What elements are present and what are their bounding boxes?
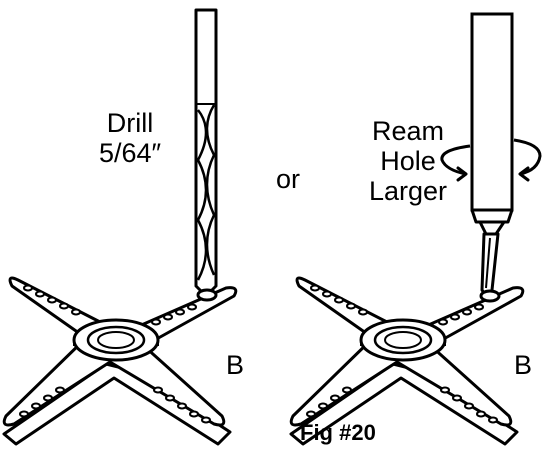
reamer-tool: [470, 12, 514, 298]
drill-hole-left: [196, 288, 218, 302]
drill-label-line1: Drill: [106, 108, 154, 138]
drill-label-line2: 5/64″: [98, 138, 162, 168]
ream-label-line3: Larger: [368, 176, 448, 206]
figure-caption: Fig #20: [300, 420, 376, 445]
ream-label: Ream Hole Larger: [358, 116, 458, 206]
drill-bit: [194, 8, 218, 298]
drill-label: Drill 5/64″: [88, 108, 172, 168]
ream-label-line2: Hole: [380, 146, 436, 176]
ream-hole-right: [479, 289, 501, 303]
part-label-left: B: [226, 350, 245, 380]
ream-label-line1: Ream: [371, 116, 445, 146]
or-text: or: [276, 164, 301, 194]
servo-horn-left: [2, 276, 238, 446]
rotation-arrow-icon: [440, 138, 542, 182]
part-label-right: B: [514, 350, 533, 380]
